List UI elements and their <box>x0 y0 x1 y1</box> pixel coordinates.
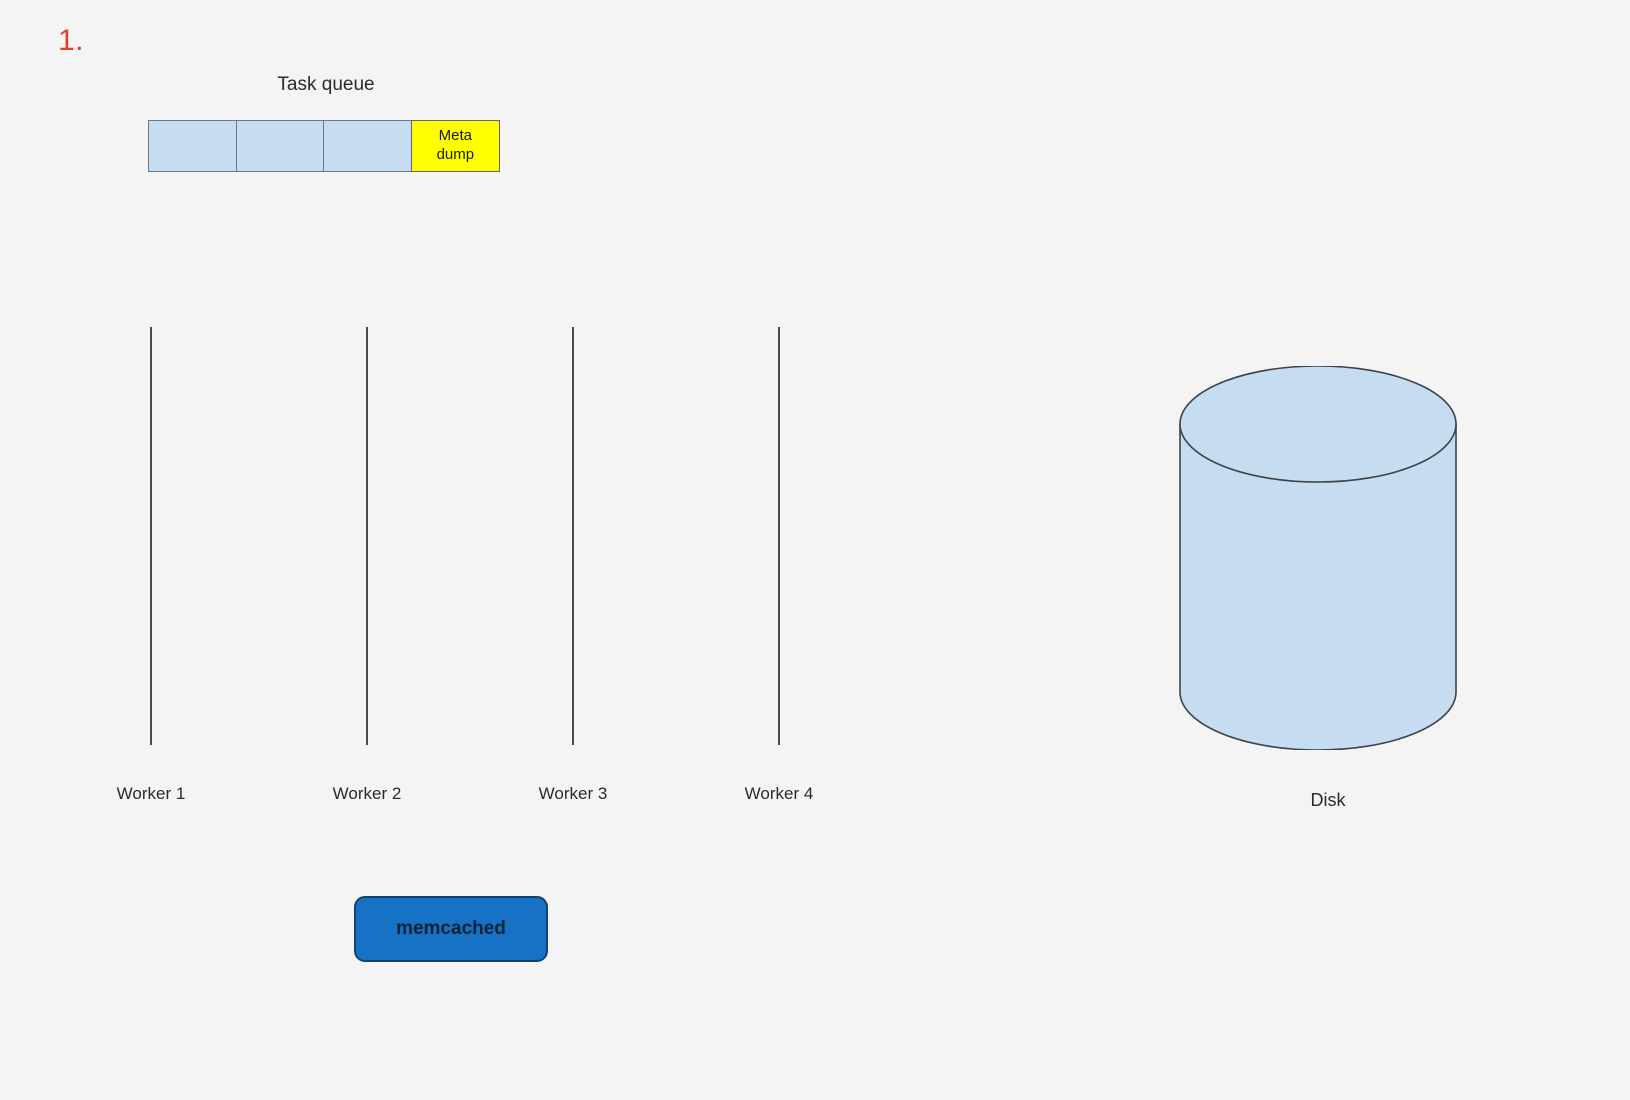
worker-2-label: Worker 2 <box>332 784 402 803</box>
task-queue-cell-meta-dump[interactable]: Meta dump <box>410 120 500 172</box>
worker-3-lifeline <box>572 327 574 745</box>
worker-2-lifeline <box>366 327 368 745</box>
task-queue-cell[interactable] <box>323 120 413 172</box>
worker-3-label: Worker 3 <box>538 784 608 803</box>
task-queue-cell[interactable] <box>235 120 325 172</box>
meta-dump-label-line1: Meta <box>438 127 472 145</box>
worker-4-label: Worker 4 <box>744 784 814 803</box>
step-number-marker: 1. <box>58 24 85 57</box>
task-queue: Meta dump <box>148 120 500 172</box>
worker-4-lifeline <box>778 327 780 745</box>
worker-1-label: Worker 1 <box>116 784 186 803</box>
memcached-node[interactable]: memcached <box>354 896 548 962</box>
disk-label: Disk <box>1310 790 1346 810</box>
meta-dump-label-line2: dump <box>436 146 475 163</box>
task-queue-title: Task queue <box>277 74 375 95</box>
disk-cylinder <box>1178 366 1458 750</box>
worker-1-lifeline <box>150 327 152 745</box>
task-queue-cell[interactable] <box>148 120 237 172</box>
